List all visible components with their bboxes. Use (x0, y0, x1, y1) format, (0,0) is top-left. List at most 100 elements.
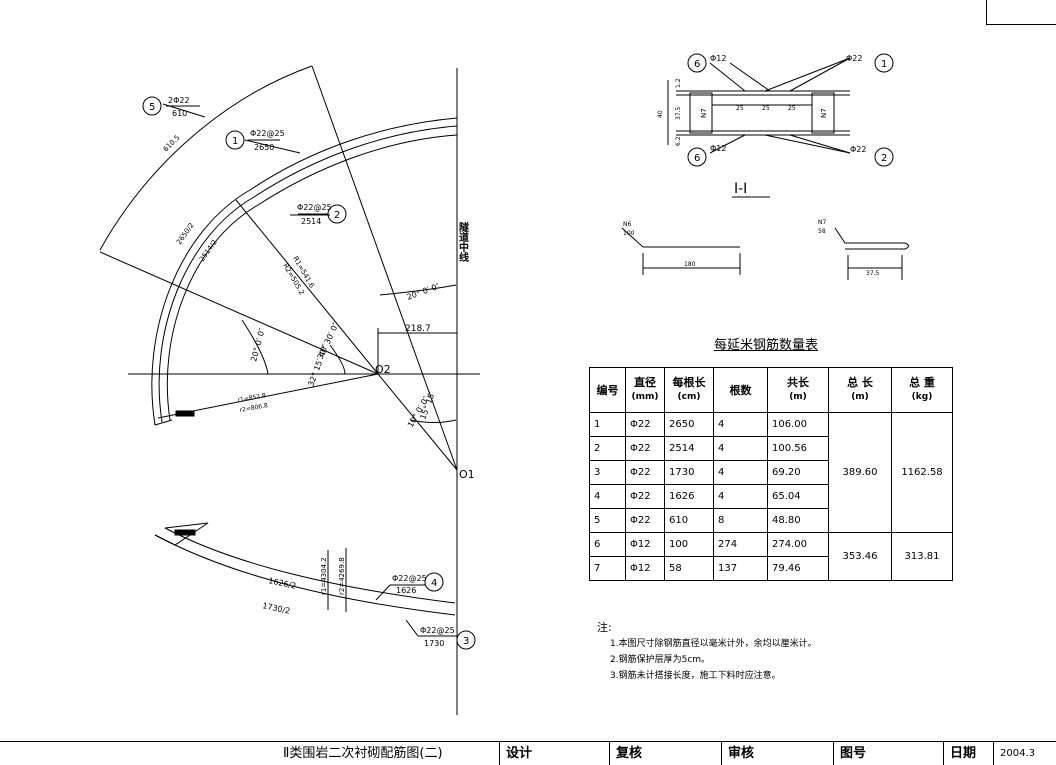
date-value: 2004.3 (1000, 748, 1035, 759)
section-i-i (621, 53, 909, 280)
table-total-len-b: 353.46 (828, 532, 892, 581)
corner-box (986, 0, 1056, 25)
table-cell: 2 (589, 436, 626, 461)
leader-2-sec-b (764, 134, 851, 154)
table-cell: 1626 (664, 484, 714, 509)
radial-line-top (311, 65, 458, 471)
radial-line-mid (235, 199, 379, 375)
leader-1-sec (789, 57, 851, 92)
radial-line-o2-o1 (377, 373, 458, 471)
callout-4-num: 4 (431, 578, 437, 589)
callout-5-spec: 2Φ22 (168, 96, 190, 105)
angle-arc-o2 (329, 344, 346, 375)
angle-arc-top (379, 284, 457, 296)
table-cell: 100.56 (767, 436, 829, 461)
table-cell: 79.46 (767, 556, 829, 581)
table-cell: 610 (664, 508, 714, 533)
table-header: 根数 (713, 367, 768, 413)
table-cell: 65.04 (767, 484, 829, 509)
lower-arc-hatch (174, 529, 196, 536)
section-d25c: 25 (788, 105, 796, 112)
drawing-no-cell: 图号 (833, 742, 943, 765)
lining-arc-drawing (99, 65, 480, 715)
table-row: 6 Φ12 100 274 274.00 353.46 313.81 (589, 532, 953, 581)
date-label-cell: 日期 (943, 742, 993, 765)
dim-r1-label: r1=4304.2 (320, 557, 328, 595)
leader-1-sec-b (764, 57, 851, 92)
callout-6b-num: 6 (694, 153, 700, 164)
lower-arc-detail (154, 522, 476, 650)
callout-4-circle (424, 572, 444, 592)
rebar-5-outer-arc (99, 65, 313, 251)
section-h62: 6.2 (675, 136, 682, 146)
leader-6b (709, 134, 746, 154)
notes: 注: 1.本图尺寸除钢筋直径以毫米计外，余均以厘米计。 2.钢筋保护层厚为5cm… (597, 620, 817, 684)
radius-r2b-label: r2=806.8 (239, 402, 268, 414)
review-cell: 复核 (609, 742, 721, 765)
table-cell: 5 (589, 508, 626, 533)
section-n7-left: N7 (700, 108, 708, 118)
callout-2-len: 2514 (301, 217, 321, 226)
table-cell: Φ22 (625, 412, 665, 437)
table-cell: 100 (664, 532, 714, 557)
note-line: 1.本图尺寸除钢筋直径以毫米计外，余均以厘米计。 (610, 639, 817, 649)
table-cell: 3 (589, 460, 626, 485)
table-header-row: 编号 直径(mm) 每根长(cm) 根数 共长(m) 总 长(m) 总 重(kg… (589, 367, 953, 413)
callout-4-len: 1626 (396, 586, 416, 595)
section-n7-right: N7 (820, 108, 828, 118)
callout-5-circle (142, 96, 162, 116)
callout-1-spec: Φ22@25 (250, 129, 285, 138)
section-h37: 37.5 (675, 106, 682, 120)
section-d25a: 25 (736, 105, 744, 112)
table-cell: 274 (713, 532, 768, 557)
table-cell: 7 (589, 556, 626, 581)
dim-r2-label: r2=4269.8 (338, 557, 346, 595)
n7-label: N7 (818, 219, 826, 226)
o1-label: O1 (459, 468, 475, 481)
section-d25b: 25 (762, 105, 770, 112)
table-cell: Φ12 (625, 556, 665, 581)
callout-6a-num: 6 (694, 59, 700, 70)
lining-end-tick (154, 419, 173, 426)
leader-4 (375, 584, 391, 601)
section-h12: 1.2 (675, 78, 682, 88)
leader-6a (709, 62, 746, 92)
angle-20b-label: 20° 0′ 0″ (249, 327, 267, 362)
title-block: Ⅱ类围岩二次衬砌配筋图(二) 设计 复核 审核 图号 日期 2004.3 (0, 741, 1056, 765)
table-row: 2 Φ22 2514 4 100.56 (589, 436, 953, 461)
table-header: 总 长(m) (828, 367, 892, 413)
callout-3-circle (456, 630, 476, 650)
length-2514-half: 2514/2 (198, 238, 219, 263)
table-cell: 69.20 (767, 460, 829, 485)
table-cell: Φ22 (625, 484, 665, 509)
lining-mid-line (158, 125, 458, 423)
callout-4-spec: Φ22@25 (392, 574, 427, 583)
callout-6b-circle (687, 147, 707, 167)
table-total-len-a: 389.60 (828, 412, 892, 533)
callout-6a-circle (687, 53, 707, 73)
lining-inner-edge (166, 134, 458, 421)
design-cell: 设计 (499, 742, 609, 765)
table-cell: 106.00 (767, 412, 829, 437)
radial-line-left (99, 251, 379, 375)
callout-6a-spec: Φ12 (710, 54, 726, 63)
callout-1-len: 2650 (254, 143, 274, 152)
table-cell: 4 (713, 460, 768, 485)
table-total-wt-b: 313.81 (891, 532, 953, 581)
table-cell: 58 (664, 556, 714, 581)
callout-5-num: 5 (149, 102, 155, 113)
n7-dim: 37.5 (866, 270, 880, 277)
callout-3-spec: Φ22@25 (420, 626, 455, 635)
drawing-title: Ⅱ类围岩二次衬砌配筋图(二) (283, 746, 443, 761)
lining-end-hatch (175, 410, 195, 417)
table-cell: Φ12 (625, 532, 665, 557)
table-cell: 4 (713, 412, 768, 437)
callout-5-len: 610 (172, 109, 187, 118)
table-header: 每根长(cm) (664, 367, 714, 413)
n7-bar (834, 227, 909, 250)
centerline-label: 隧道中线 (457, 221, 469, 263)
table-header: 总 重(kg) (891, 367, 953, 413)
table-cell: 4 (713, 436, 768, 461)
n6-hook (621, 227, 644, 248)
callout-1-sec-spec: Φ22 (846, 54, 862, 63)
